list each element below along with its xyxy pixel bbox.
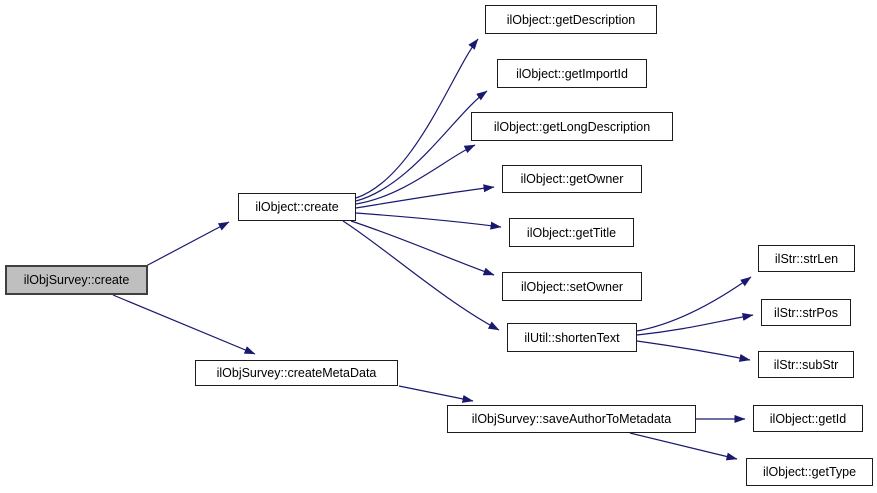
node-ilobject-getowner[interactable]: ilObject::getOwner — [502, 165, 642, 193]
node-ilobject-gettype[interactable]: ilObject::getType — [746, 458, 873, 486]
edge-create-meta-data-to-save-author — [398, 385, 474, 403]
node-ilobject-getdescription[interactable]: ilObject::getDescription — [485, 5, 657, 34]
node-ilobject-getid[interactable]: ilObject::getId — [753, 405, 863, 432]
node-ilobjsurvey-create: ilObjSurvey::create — [5, 265, 148, 295]
node-ilobjsurvey-createmetadata[interactable]: ilObjSurvey::createMetaData — [195, 360, 398, 386]
edge-survey-create-to-create-meta-data — [112, 294, 256, 355]
edge-object-create-to-get-import-id — [355, 90, 488, 202]
edge-save-author-to-get-type — [629, 432, 738, 461]
edge-object-create-to-set-owner — [350, 220, 495, 276]
edge-survey-create-to-object-create — [145, 221, 230, 267]
edge-shorten-text-to-sub-str — [636, 340, 751, 362]
node-ilobject-gettitle[interactable]: ilObject::getTitle — [509, 218, 634, 247]
edge-object-create-to-get-long-description — [355, 144, 476, 205]
node-ilstr-substr[interactable]: ilStr::subStr — [758, 351, 854, 378]
edge-object-create-to-get-owner — [355, 184, 495, 209]
edge-shorten-text-to-str-pos — [636, 312, 754, 336]
node-ilobjsurvey-saveauthortometadata[interactable]: ilObjSurvey::saveAuthorToMetadata — [447, 405, 696, 433]
node-ilobject-getlongdescription[interactable]: ilObject::getLongDescription — [471, 112, 673, 141]
edge-object-create-to-shorten-text — [342, 220, 500, 331]
edge-object-create-to-get-description — [355, 38, 479, 199]
node-ilobject-setowner[interactable]: ilObject::setOwner — [502, 272, 642, 301]
node-ilutil-shortentext[interactable]: ilUtil::shortenText — [507, 323, 637, 352]
node-ilstr-strpos[interactable]: ilStr::strPos — [761, 299, 851, 326]
node-ilobject-getimportid[interactable]: ilObject::getImportId — [497, 59, 647, 88]
edge-object-create-to-get-title — [355, 212, 502, 230]
node-ilstr-strlen[interactable]: ilStr::strLen — [758, 245, 855, 272]
edge-shorten-text-to-str-len — [636, 276, 752, 332]
node-ilobject-create[interactable]: ilObject::create — [238, 193, 356, 221]
